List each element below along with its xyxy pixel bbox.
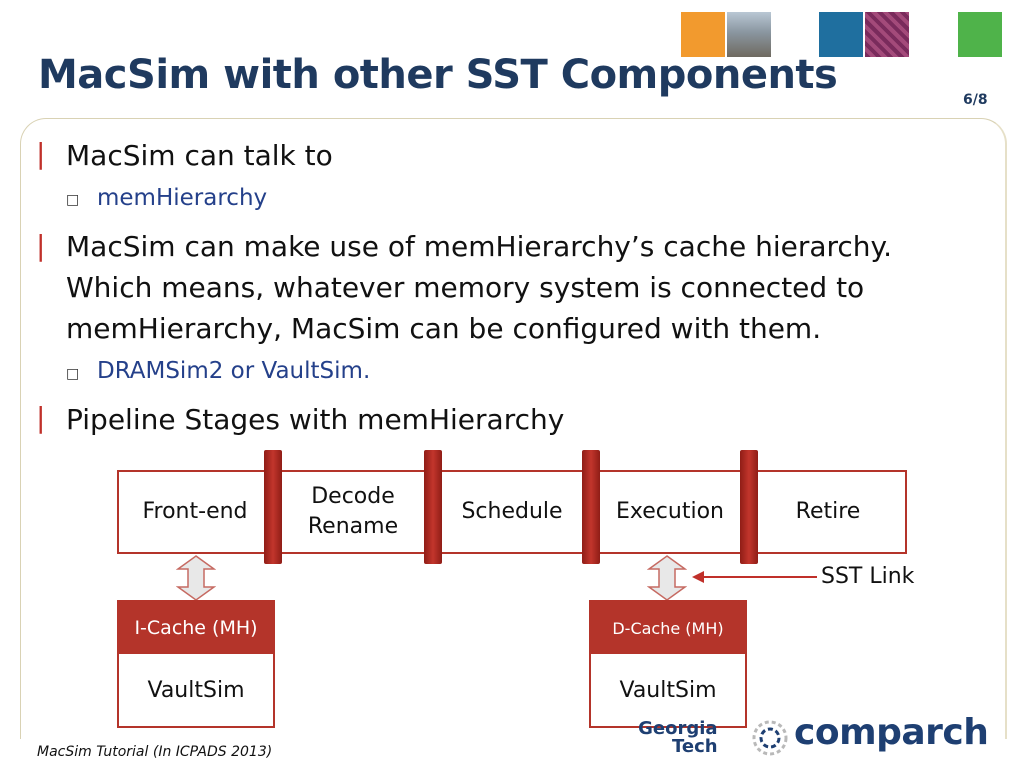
pipeline-latch	[264, 450, 282, 564]
double-arrow-icon	[176, 555, 216, 601]
slide-footer: MacSim Tutorial (In ICPADS 2013)	[37, 744, 273, 760]
bullet-marker: |	[36, 137, 46, 170]
georgia-tech-logo-line1: Georgia	[638, 718, 718, 739]
corner-image-green	[958, 12, 1002, 57]
stage-front-end: Front-end	[142, 499, 248, 524]
slide-title: MacSim with other SST Components	[38, 52, 838, 98]
d-cache-header: D-Cache (MH)	[591, 602, 745, 654]
content-frame	[20, 118, 1007, 739]
comparch-logo: comparch	[794, 712, 989, 753]
corner-image-orange	[681, 12, 725, 57]
sub-bullet-icon: □	[66, 192, 80, 208]
stage-decode-rename: Decode Rename	[282, 470, 424, 554]
corner-image-circuit	[865, 12, 909, 57]
sub-bullet-text: memHierarchy	[97, 185, 268, 211]
corner-image-blue	[819, 12, 863, 57]
double-arrow-icon	[647, 555, 687, 601]
page-number: 6/8	[963, 92, 988, 108]
bullet-marker: |	[36, 229, 46, 262]
sub-bullet-text: DRAMSim2 or VaultSim.	[97, 358, 371, 384]
sub-bullet-icon: □	[66, 366, 80, 382]
stage-retire: Retire	[795, 499, 861, 524]
i-cache-header: I-Cache (MH)	[119, 602, 273, 654]
bullet-text: Which means, whatever memory system is c…	[66, 271, 865, 304]
i-cache-body: VaultSim	[147, 677, 245, 703]
bullet-text: MacSim can make use of memHierarchy’s ca…	[66, 230, 893, 263]
stage-decode-rename-label: Decode Rename	[307, 484, 399, 539]
d-cache-box: D-Cache (MH) VaultSim	[589, 600, 747, 728]
georgia-tech-logo: Georgia Tech	[636, 718, 718, 757]
comparch-swirl-icon	[752, 720, 788, 756]
stage-execution: Execution	[616, 499, 724, 524]
sst-link-pointer-icon	[692, 571, 817, 583]
bullet-text: MacSim can talk to	[66, 139, 333, 172]
bullet-text: memHierarchy, MacSim can be configured w…	[66, 312, 822, 345]
bullet-text: Pipeline Stages with memHierarchy	[66, 403, 565, 436]
corner-image-campus	[727, 12, 771, 57]
pipeline-latch	[424, 450, 442, 564]
pipeline-box	[117, 470, 907, 554]
i-cache-box: I-Cache (MH) VaultSim	[117, 600, 275, 728]
d-cache-body: VaultSim	[619, 677, 717, 703]
georgia-tech-logo-line2: Tech	[672, 736, 718, 757]
bullet-marker: |	[36, 401, 46, 434]
stage-schedule: Schedule	[461, 499, 563, 524]
sst-link-label: SST Link	[821, 564, 915, 589]
pipeline-latch	[582, 450, 600, 564]
pipeline-latch	[740, 450, 758, 564]
